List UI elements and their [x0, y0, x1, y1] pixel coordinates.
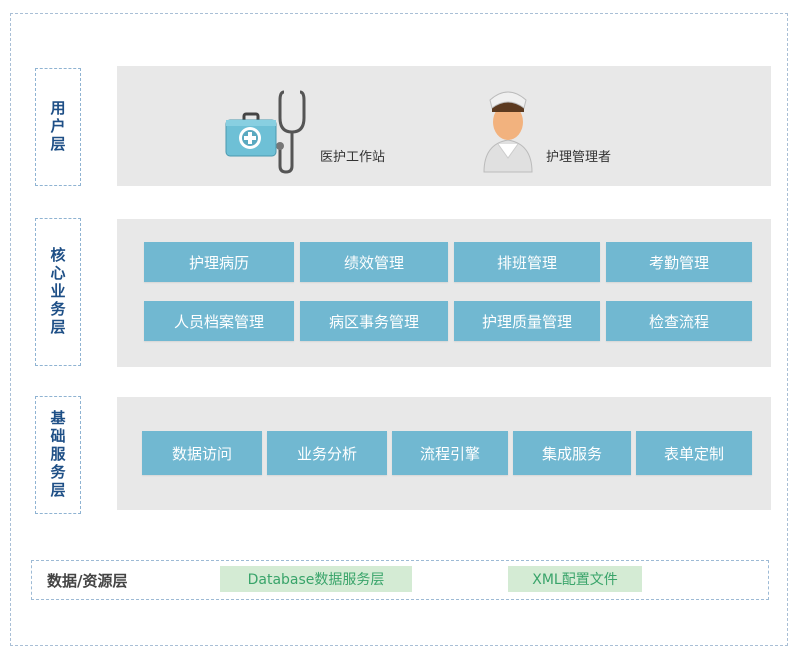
base-box-business-analysis: 业务分析	[267, 431, 387, 475]
core-box-nursing-records: 护理病历	[144, 242, 294, 282]
core-box-scheduling: 排班管理	[454, 242, 600, 282]
layer-label-user: 用户层	[35, 68, 81, 186]
core-box-performance: 绩效管理	[300, 242, 448, 282]
layer-label-core: 核心业务层	[35, 218, 81, 366]
user-layer-panel	[117, 66, 771, 186]
user-label-nurse-manager: 护理管理者	[546, 150, 612, 165]
core-box-attendance: 考勤管理	[606, 242, 752, 282]
layer-label-core-text: 核心业务层	[48, 247, 67, 337]
base-box-data-access: 数据访问	[142, 431, 262, 475]
diagram-frame	[10, 13, 788, 646]
core-box-ward-affairs: 病区事务管理	[300, 301, 448, 341]
user-label-workstation: 医护工作站	[320, 150, 386, 165]
base-box-form-custom: 表单定制	[636, 431, 752, 475]
data-layer-title: 数据/资源层	[47, 572, 128, 590]
layer-label-user-text: 用户层	[48, 100, 67, 154]
core-box-inspection: 检查流程	[606, 301, 752, 341]
medical-kit-stethoscope-icon	[225, 90, 306, 174]
data-tag-xml-config: XML配置文件	[508, 566, 642, 592]
layer-label-base-text: 基础服务层	[48, 410, 67, 500]
base-box-workflow-engine: 流程引擎	[392, 431, 508, 475]
core-box-quality: 护理质量管理	[454, 301, 600, 341]
nurse-manager-icon	[483, 91, 533, 173]
data-tag-database: Database数据服务层	[220, 566, 412, 592]
core-box-personnel-files: 人员档案管理	[144, 301, 294, 341]
base-box-integration: 集成服务	[513, 431, 631, 475]
layer-label-base: 基础服务层	[35, 396, 81, 514]
data-layer-row	[31, 560, 769, 600]
